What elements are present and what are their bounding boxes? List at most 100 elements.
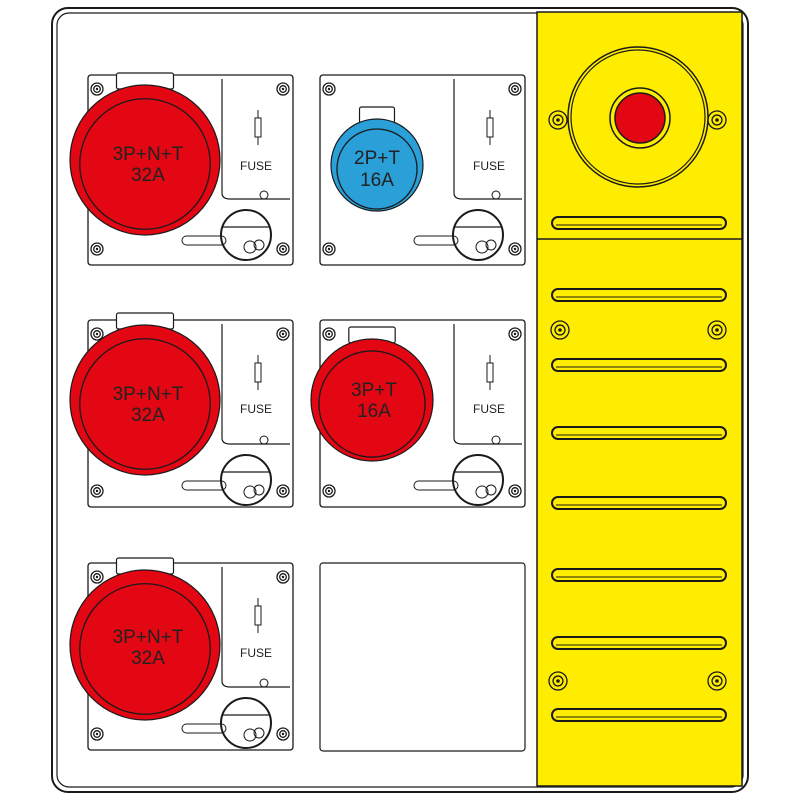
screw-head <box>279 730 287 738</box>
screw-head <box>325 487 333 495</box>
socket-type-label: 3P+N+T <box>113 627 184 648</box>
screw-center <box>327 87 331 91</box>
plug-pin <box>485 484 497 496</box>
screw-head <box>511 85 519 93</box>
fuse-cover <box>453 79 522 200</box>
plug-latch <box>181 480 227 491</box>
screw-center <box>281 732 285 736</box>
screw-center <box>715 328 719 332</box>
screw-center <box>556 679 560 683</box>
screw-center <box>95 489 99 493</box>
screw-icon <box>90 242 104 256</box>
plug-pin <box>243 240 257 254</box>
screw-icon <box>508 327 522 341</box>
screw-ring <box>508 82 522 96</box>
plug-latch <box>413 480 459 491</box>
screw-head <box>325 85 333 93</box>
vent-slot-icon <box>551 636 727 650</box>
screw-ring <box>322 327 336 341</box>
plug-latch <box>181 235 227 246</box>
screw-icon <box>276 570 290 584</box>
screw-icon <box>508 242 522 256</box>
module-1-labels: 3P+N+T 32A FUSE <box>113 144 272 186</box>
fuse-cover <box>221 324 290 445</box>
vent-slot-icon <box>551 568 727 582</box>
screw-head <box>511 330 519 338</box>
screw-center <box>556 118 560 122</box>
module-2-labels: 2P+T 16A FUSE <box>354 148 505 191</box>
screw-head <box>279 245 287 253</box>
screw-icon <box>90 727 104 741</box>
screw-ring <box>548 110 568 130</box>
plug-pin <box>475 240 489 254</box>
screw-icon <box>322 484 336 498</box>
screw-icon <box>508 484 522 498</box>
screw-head <box>279 487 287 495</box>
vent-slot-icon <box>551 496 727 510</box>
screw-center <box>95 332 99 336</box>
screw-ring <box>550 320 570 340</box>
screw-center <box>95 732 99 736</box>
screw-center <box>281 489 285 493</box>
socket-module-m1 <box>69 72 294 266</box>
socket-rating-label: 32A <box>131 405 165 426</box>
screw-head <box>511 487 519 495</box>
socket-module-m4 <box>310 319 526 508</box>
screw-ring <box>322 82 336 96</box>
screw-head <box>325 245 333 253</box>
socket-lid <box>79 98 211 230</box>
plug-pin <box>243 485 257 499</box>
socket-type-label: 2P+T <box>354 148 400 169</box>
screw-head <box>552 114 564 126</box>
screw-icon <box>90 570 104 584</box>
screw-head <box>93 487 101 495</box>
plug-pin <box>253 727 265 739</box>
socket-type-label: 3P+N+T <box>113 384 184 405</box>
screw-ring <box>90 82 104 96</box>
socket-blue-icon <box>330 118 424 212</box>
socket-rating-label: 16A <box>357 401 391 422</box>
fuse-icon <box>486 117 494 138</box>
screw-ring <box>508 484 522 498</box>
fuse-cover <box>221 567 290 688</box>
screw-ring <box>322 484 336 498</box>
plug-latch <box>413 235 459 246</box>
screw-head <box>93 245 101 253</box>
socket-rating-label: 32A <box>131 648 165 669</box>
socket-lid <box>336 128 418 210</box>
screw-ring <box>90 484 104 498</box>
screw-center <box>95 87 99 91</box>
screw-center <box>715 679 719 683</box>
screw-icon <box>548 110 568 130</box>
socket-module-m2 <box>319 74 526 266</box>
screw-center <box>513 247 517 251</box>
estop-collar <box>609 87 671 149</box>
blank-module-cover <box>319 562 526 752</box>
fuse-label: FUSE <box>240 402 272 416</box>
screw-head <box>711 675 723 687</box>
module-4-labels: 3P+T 16A FUSE <box>351 380 505 422</box>
screw-head <box>552 675 564 687</box>
socket-red-icon <box>69 324 221 476</box>
fuse-cover-screw <box>259 678 269 688</box>
vent-slot-icon <box>551 708 727 722</box>
screw-head <box>93 730 101 738</box>
screw-head <box>93 573 101 581</box>
screw-ring <box>548 671 568 691</box>
fuse-label: FUSE <box>240 646 272 660</box>
screw-icon <box>90 484 104 498</box>
socket-modules <box>69 72 526 751</box>
screw-ring <box>276 727 290 741</box>
screw-head <box>711 114 723 126</box>
screw-center <box>513 87 517 91</box>
socket-type-label: 3P+N+T <box>113 144 184 165</box>
screw-head <box>511 245 519 253</box>
screw-head <box>279 573 287 581</box>
socket-red-icon <box>69 84 221 236</box>
socket-module-m3 <box>69 312 294 508</box>
fuse-label: FUSE <box>240 159 272 173</box>
screw-icon <box>276 242 290 256</box>
fuse-icon <box>486 362 494 383</box>
estop-inner-ring <box>570 49 706 185</box>
screw-head <box>93 85 101 93</box>
